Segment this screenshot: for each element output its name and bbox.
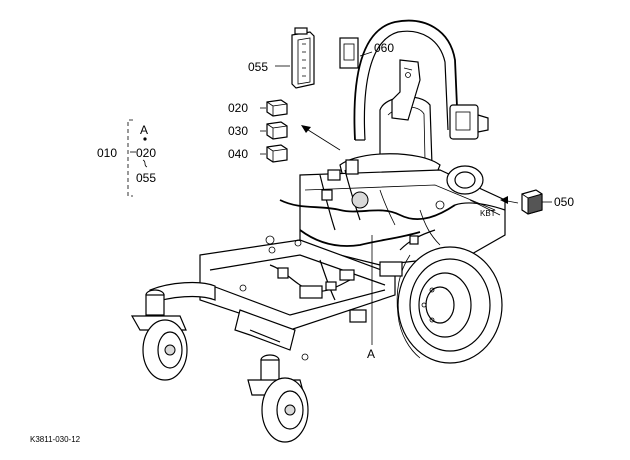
bracket-060 [391, 59, 421, 121]
part-055-connector-housing [291, 27, 315, 89]
part-040-connector [266, 144, 288, 163]
label-020: 020 [228, 101, 248, 115]
figure-code: K3811-030-12 [30, 435, 81, 444]
front-left-caster [130, 289, 188, 381]
label-055: 055 [248, 60, 268, 74]
label-group-end: 055 [136, 171, 156, 185]
label-030: 030 [228, 124, 248, 138]
label-040: 040 [228, 147, 248, 161]
label-050: 050 [554, 195, 574, 209]
label-view-a: A [367, 347, 375, 361]
part-030-connector [266, 121, 288, 140]
rops-bar [353, 19, 459, 141]
label-060: 060 [374, 41, 394, 55]
label-group-parent: 010 [97, 146, 117, 160]
label-group-view: A [140, 123, 148, 137]
label-group-start: 020 [136, 146, 156, 160]
part-020-connector [266, 99, 288, 117]
leader-lines [260, 51, 552, 345]
chassis-frame [149, 239, 396, 361]
wiring-harness [265, 159, 506, 301]
part-050-relay [521, 189, 543, 215]
rear-tire [396, 246, 503, 364]
group-bracket [127, 119, 148, 197]
engine-area [339, 37, 489, 195]
front-right-caster [247, 354, 309, 443]
svg-text:KBT: KBT [480, 209, 496, 218]
